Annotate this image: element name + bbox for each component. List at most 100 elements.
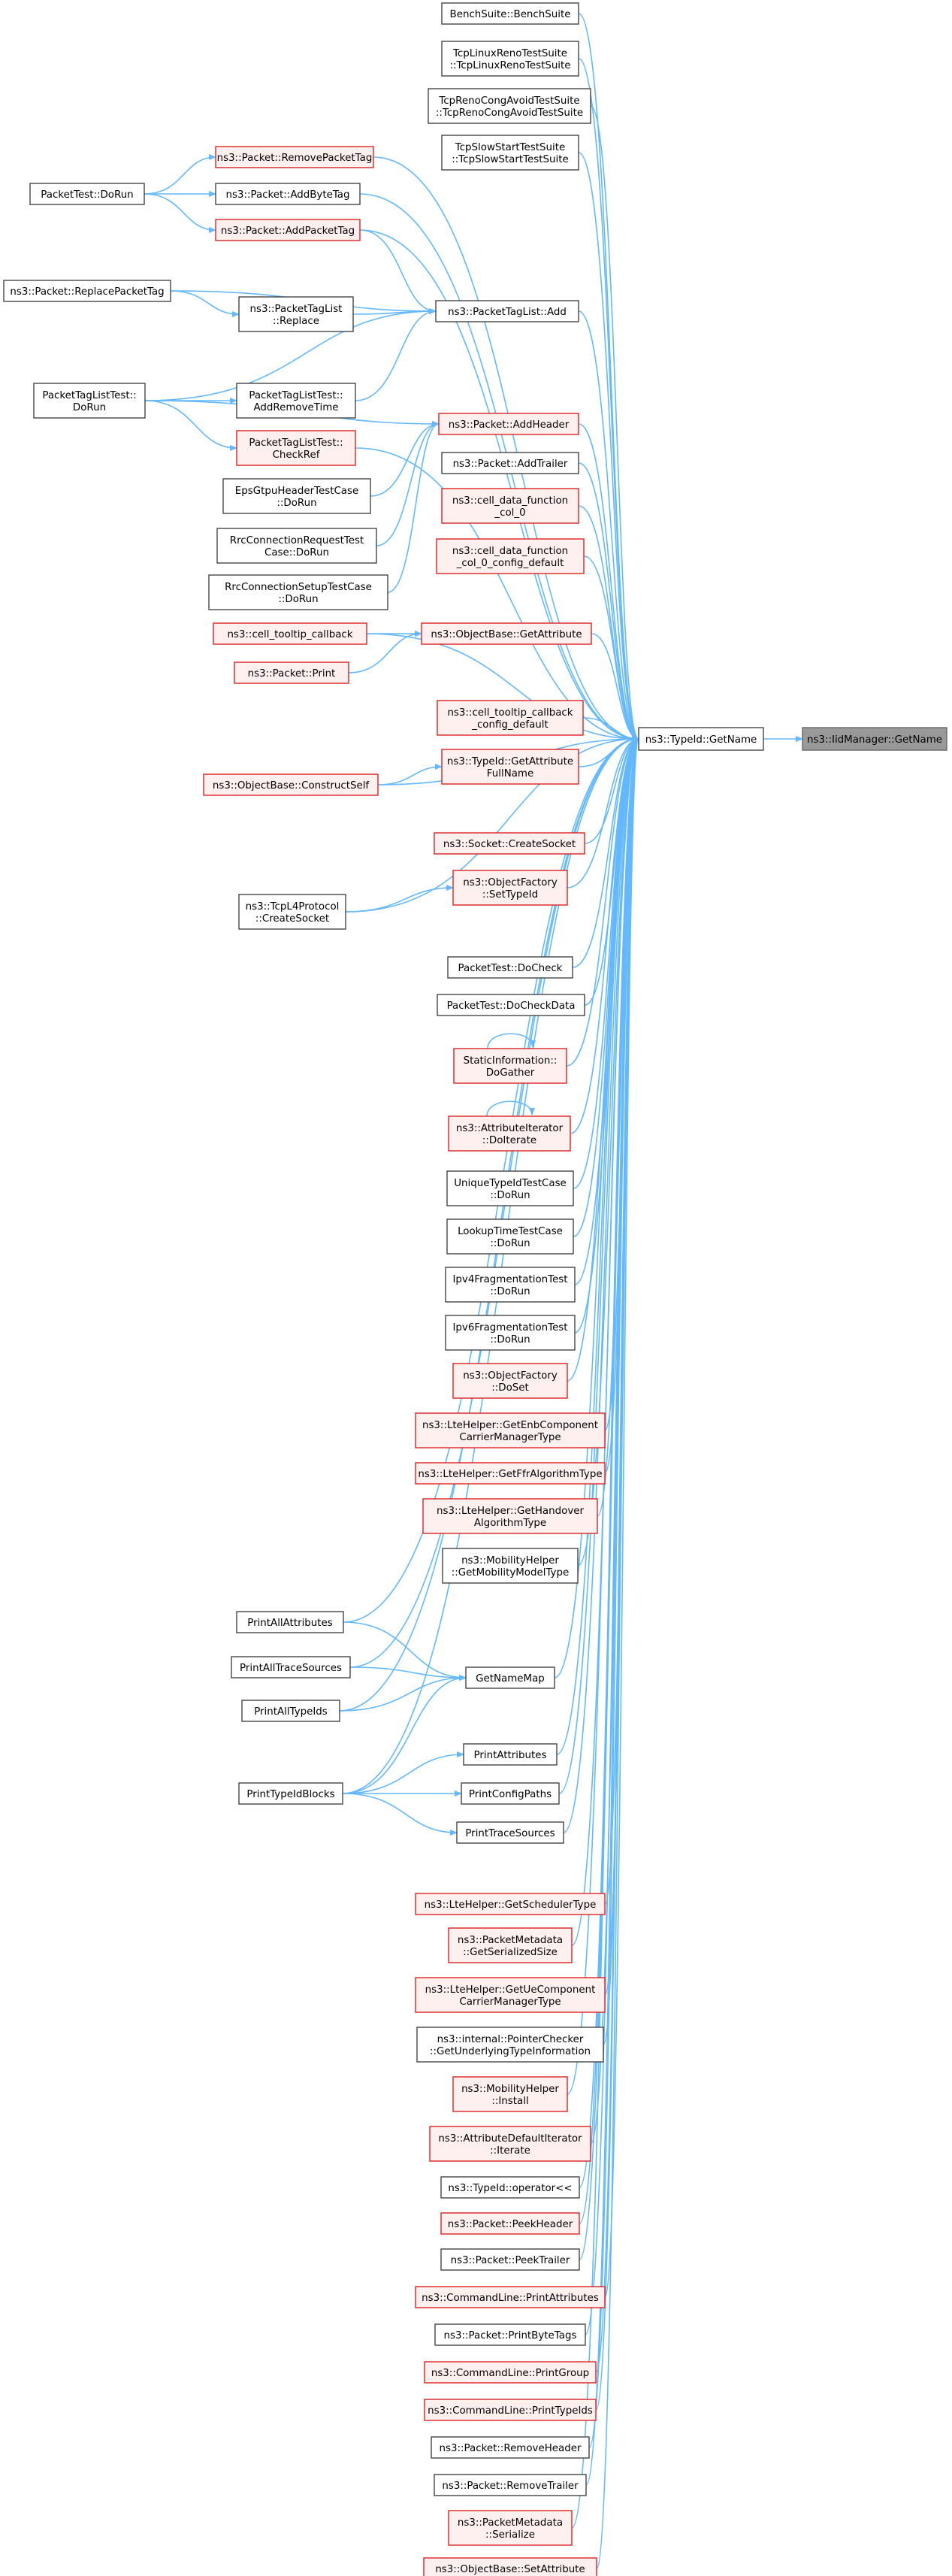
graph-node-addt[interactable]: ns3::Packet::AddTrailer bbox=[441, 452, 579, 474]
graph-node-pati[interactable]: PrintAllTypeIds bbox=[241, 1700, 340, 1722]
graph-node-apt[interactable]: ns3::Packet::AddPacketTag bbox=[215, 219, 361, 241]
graph-node-ptib[interactable]: PrintTypeIdBlocks bbox=[238, 1782, 343, 1805]
node-box bbox=[234, 661, 349, 684]
node-box bbox=[415, 1893, 606, 1915]
graph-node-prt[interactable]: ns3::Packet::RemoveTrailer bbox=[434, 2474, 587, 2496]
graph-node-cdf0cd[interactable]: ns3::cell_data_function_col_0_config_def… bbox=[436, 538, 585, 574]
node-label: PrintTypeIdBlocks bbox=[246, 1789, 334, 1800]
graph-node-ptladd[interactable]: ns3::PacketTagList::Add bbox=[435, 300, 579, 322]
graph-node-obcs[interactable]: ns3::ObjectBase::ConstructSelf bbox=[203, 773, 379, 796]
graph-node-tcplr[interactable]: TcpLinuxRenoTestSuite::TcpLinuxRenoTestS… bbox=[441, 41, 579, 77]
graph-node-ofds[interactable]: ns3::ObjectFactory::DoSet bbox=[452, 1363, 568, 1399]
node-box bbox=[215, 219, 361, 241]
graph-node-ltt[interactable]: LookupTimeTestCase::DoRun bbox=[446, 1218, 574, 1255]
graph-node-ipv6f[interactable]: Ipv6FragmentationTest::DoRun bbox=[445, 1315, 576, 1351]
graph-node-root[interactable]: ns3::IidManager::GetName bbox=[802, 727, 947, 751]
graph-node-pattr[interactable]: PrintAttributes bbox=[463, 1743, 558, 1766]
node-box bbox=[446, 1170, 574, 1206]
graph-node-ipv4f[interactable]: Ipv4FragmentationTest::DoRun bbox=[445, 1267, 576, 1303]
node-box bbox=[416, 2027, 604, 2063]
node-label: PacketTest::DoCheck bbox=[458, 963, 563, 974]
node-label: PrintTraceSources bbox=[465, 1828, 555, 1839]
graph-node-ltegffr[interactable]: ns3::LteHelper::GetFfrAlgorithmType bbox=[415, 1462, 606, 1485]
edge-rmpt-to-gn bbox=[373, 156, 639, 742]
node-box bbox=[238, 894, 346, 930]
graph-node-sidg[interactable]: StaticInformation::DoGather bbox=[453, 1048, 567, 1084]
graph-node-ptltcr[interactable]: PacketTagListTest::CheckRef bbox=[236, 430, 356, 466]
graph-node-paa[interactable]: PrintAllAttributes bbox=[236, 1611, 344, 1633]
graph-node-ofsti[interactable]: ns3::ObjectFactory::SetTypeId bbox=[452, 870, 568, 906]
graph-node-aidi[interactable]: ns3::AttributeIterator::DoIterate bbox=[448, 1115, 571, 1152]
node-label: ns3::Packet::PeekHeader bbox=[448, 2219, 573, 2230]
graph-node-utid[interactable]: UniqueTypeIdTestCase::DoRun bbox=[446, 1170, 574, 1206]
graph-node-pprint[interactable]: ns3::Packet::Print bbox=[234, 661, 349, 684]
node-label: AddRemoveTime bbox=[253, 402, 338, 413]
graph-node-ptlrep[interactable]: ns3::PacketTagList::Replace bbox=[238, 296, 354, 332]
node-label: ::TcpLinuxRenoTestSuite bbox=[449, 60, 570, 71]
node-label: ::DoRun bbox=[490, 1190, 530, 1201]
graph-node-tcprc[interactable]: TcpRenoCongAvoidTestSuite::TcpRenoCongAv… bbox=[428, 88, 591, 124]
graph-node-pcp[interactable]: PrintConfigPaths bbox=[461, 1782, 560, 1805]
graph-node-tcpl4[interactable]: ns3::TcpL4Protocol::CreateSocket bbox=[238, 894, 346, 930]
graph-node-gnm[interactable]: GetNameMap bbox=[465, 1666, 555, 1689]
graph-node-gn[interactable]: ns3::TypeId::GetName bbox=[638, 727, 764, 751]
graph-node-clpti[interactable]: ns3::CommandLine::PrintTypeIds bbox=[424, 2399, 597, 2421]
graph-node-eps[interactable]: EpsGtpuHeaderTestCase::DoRun bbox=[222, 478, 371, 514]
graph-node-ptdc[interactable]: PacketTest::DoCheck bbox=[447, 956, 573, 979]
graph-node-ptltart[interactable]: PacketTagListTest::AddRemoveTime bbox=[236, 383, 356, 419]
graph-node-mhgmmt[interactable]: ns3::MobilityHelper::GetMobilityModelTyp… bbox=[442, 1548, 579, 1584]
graph-node-ptdorun[interactable]: PacketTest::DoRun bbox=[29, 183, 145, 205]
graph-node-prh[interactable]: ns3::Packet::RemoveHeader bbox=[431, 2436, 590, 2459]
graph-node-pph[interactable]: ns3::Packet::PeekHeader bbox=[440, 2212, 580, 2235]
node-label: ns3::cell_tooltip_callback bbox=[447, 707, 573, 719]
graph-node-tiop[interactable]: ns3::TypeId::operator<< bbox=[440, 2176, 580, 2199]
graph-node-addh[interactable]: ns3::Packet::AddHeader bbox=[438, 413, 579, 435]
graph-node-ltegecm[interactable]: ns3::LteHelper::GetEnbComponentCarrierMa… bbox=[415, 1412, 606, 1448]
graph-node-pmgss[interactable]: ns3::PacketMetadata::GetSerializedSize bbox=[448, 1927, 573, 1963]
graph-node-ppbt[interactable]: ns3::Packet::PrintByteTags bbox=[434, 2323, 586, 2346]
graph-node-ptdcd[interactable]: PacketTest::DoCheckData bbox=[437, 994, 585, 1016]
node-box bbox=[446, 1218, 574, 1255]
graph-node-ppt[interactable]: ns3::Packet::PeekTrailer bbox=[440, 2248, 580, 2271]
node-box bbox=[215, 146, 374, 168]
graph-node-pcgut[interactable]: ns3::internal::PointerChecker::GetUnderl… bbox=[416, 2027, 604, 2063]
graph-node-pts[interactable]: PrintTraceSources bbox=[456, 1821, 564, 1844]
graph-node-obga[interactable]: ns3::ObjectBase::GetAttribute bbox=[421, 622, 592, 645]
graph-node-pats[interactable]: PrintAllTraceSources bbox=[231, 1656, 351, 1678]
node-label: UniqueTypeIdTestCase bbox=[454, 1178, 567, 1189]
graph-node-clpg[interactable]: ns3::CommandLine::PrintGroup bbox=[424, 2361, 597, 2384]
graph-node-pmser[interactable]: ns3::PacketMetadata::Serialize bbox=[448, 2510, 573, 2546]
graph-node-ctc[interactable]: ns3::cell_tooltip_callback bbox=[213, 622, 367, 645]
edge-prt-to-gn bbox=[585, 736, 639, 2486]
graph-node-rmpt[interactable]: ns3::Packet::RemovePacketTag bbox=[215, 146, 374, 168]
graph-node-ctccd[interactable]: ns3::cell_tooltip_callback_config_defaul… bbox=[437, 700, 584, 736]
edge-obga-to-gn bbox=[591, 633, 639, 742]
node-box bbox=[424, 2399, 597, 2421]
node-box bbox=[431, 2436, 590, 2459]
graph-node-rplpt[interactable]: ns3::Packet::ReplacePacketTag bbox=[3, 280, 171, 302]
edge-eps-to-addh bbox=[370, 421, 440, 497]
edge-addh-to-gn bbox=[578, 423, 639, 742]
node-box bbox=[434, 2474, 587, 2496]
edge-sockcs-to-gn bbox=[584, 736, 639, 844]
graph-node-rrcsetup[interactable]: RrcConnectionSetupTestCase::DoRun bbox=[208, 574, 388, 610]
graph-node-abt[interactable]: ns3::Packet::AddByteTag bbox=[215, 183, 361, 205]
graph-node-obsa[interactable]: ns3::ObjectBase::SetAttribute bbox=[423, 2557, 597, 2576]
graph-node-adii[interactable]: ns3::AttributeDefaultIterator::Iterate bbox=[429, 2126, 591, 2162]
graph-node-mhi[interactable]: ns3::MobilityHelper::Install bbox=[452, 2076, 568, 2112]
graph-node-sockcs[interactable]: ns3::Socket::CreateSocket bbox=[434, 832, 585, 855]
graph-node-clpa[interactable]: ns3::CommandLine::PrintAttributes bbox=[415, 2286, 606, 2308]
edge-pattr-to-gn bbox=[556, 736, 639, 1755]
node-label: ::DoRun bbox=[277, 498, 316, 509]
graph-node-ltegst[interactable]: ns3::LteHelper::GetSchedulerType bbox=[415, 1893, 606, 1915]
graph-node-cdf0[interactable]: ns3::cell_data_function_col_0 bbox=[441, 488, 579, 524]
graph-node-ltegucm[interactable]: ns3::LteHelper::GetUeComponentCarrierMan… bbox=[415, 1977, 606, 2013]
node-box bbox=[415, 1412, 606, 1448]
graph-node-tcpss[interactable]: TcpSlowStartTestSuite::TcpSlowStartTestS… bbox=[441, 135, 579, 171]
graph-node-bench[interactable]: BenchSuite::BenchSuite bbox=[441, 2, 579, 25]
graph-node-ptltdorun[interactable]: PacketTagListTest::DoRun bbox=[33, 383, 146, 419]
